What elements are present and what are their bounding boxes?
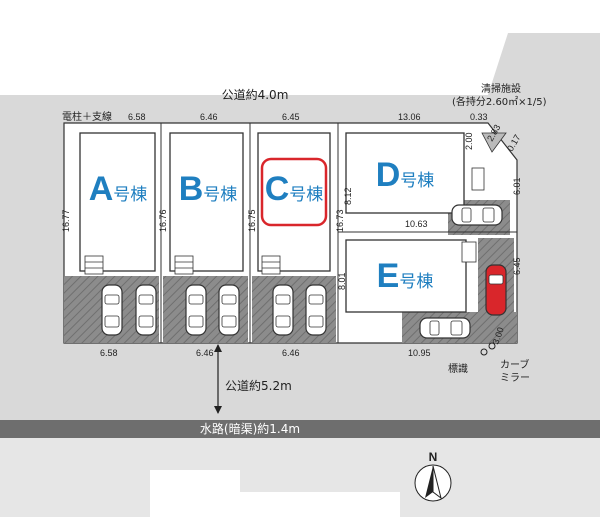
dim-a-bottom: 6.58: [100, 348, 118, 358]
waterway: [0, 420, 600, 438]
dim-c-left: 16.75: [247, 209, 257, 232]
road-south: [0, 343, 600, 420]
north-arrow-icon: [414, 464, 452, 502]
dim-d-inner: 8.12: [343, 187, 353, 205]
dim-b-left: 16.76: [158, 209, 168, 232]
lower-notch: [150, 470, 400, 517]
cleaning-facility-label: 清掃施設: [481, 82, 521, 95]
building-b-label: B号棟: [179, 170, 238, 208]
dim-corner-top: 0.33: [470, 112, 488, 122]
building-c: [257, 132, 331, 272]
road-north-label: 公道約4.0m: [222, 87, 289, 102]
highlight-c: [260, 157, 328, 227]
building-d-label: D号棟: [376, 156, 435, 194]
building-a-label: A号棟: [89, 170, 148, 208]
dim-e-left: 8.01: [337, 272, 347, 290]
dim-c-top: 6.45: [282, 112, 300, 122]
dim-b-top: 6.46: [200, 112, 218, 122]
dim-d-top: 13.06: [398, 112, 421, 122]
dim-d-mid: 2.00: [464, 132, 474, 150]
waterway-label: 水路(暗渠)約1.4m: [200, 421, 300, 436]
dim-a-left: 16.77: [61, 209, 71, 232]
road-south-label: 公道約5.2m: [225, 378, 292, 393]
building-d: [345, 132, 465, 214]
cleaning-share-label: (各持分2.60㎡×1/5): [452, 95, 547, 108]
dim-b-bottom: 6.46: [196, 348, 214, 358]
dim-e-bottom: 10.95: [408, 348, 431, 358]
dim-e-right: 6.45: [512, 257, 522, 275]
dim-c-bottom: 6.46: [282, 348, 300, 358]
dim-right-d: 6.01: [512, 177, 522, 195]
utility-pole-label: 電柱＋支線: [62, 110, 112, 123]
sign-label: 標識: [448, 362, 468, 375]
building-e-label: E号棟: [377, 257, 434, 295]
north-label: N: [429, 450, 438, 464]
dim-d-bottom: 10.63: [405, 219, 428, 229]
curve-mirror-label-1: カーブ: [500, 358, 529, 371]
curve-mirror-label-2: ミラー: [500, 372, 530, 384]
building-a: [79, 132, 156, 272]
dim-d-left: 16.73: [335, 209, 345, 232]
building-c-label: C号棟: [265, 170, 324, 208]
dim-a-top: 6.58: [128, 112, 146, 122]
building-b: [169, 132, 244, 272]
car-icon: [101, 204, 507, 339]
building-e: [345, 239, 467, 313]
